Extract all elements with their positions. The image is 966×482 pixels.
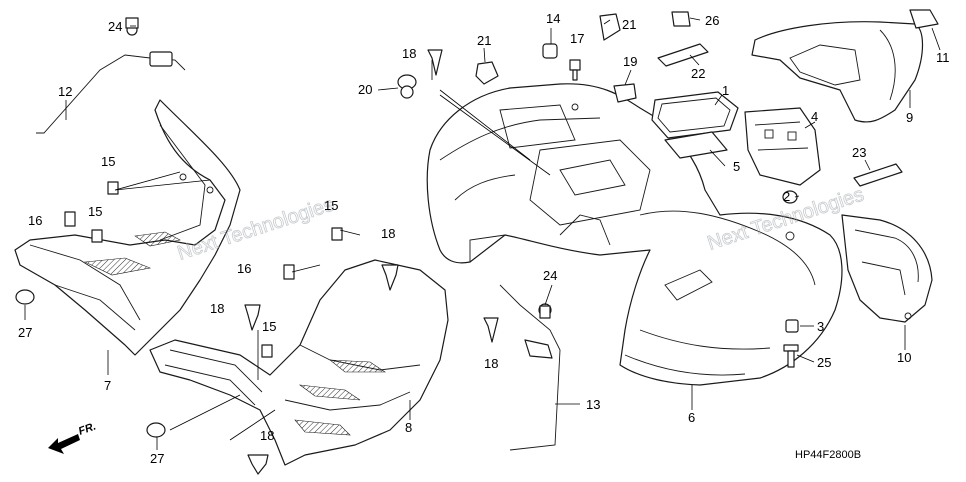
callout-26: 26 [705, 13, 719, 28]
callout-16b: 16 [237, 261, 251, 276]
storage-tray [651, 91, 739, 139]
callout-21a: 21 [477, 33, 491, 48]
front-left-fender [14, 99, 241, 356]
stay-bracket [744, 107, 821, 186]
callout-15c: 15 [324, 198, 338, 213]
watermark-left: Next Technologies [175, 193, 337, 264]
callout-7: 7 [104, 378, 111, 393]
callout-11: 11 [936, 50, 950, 65]
front-direction-indicator: FR. [48, 420, 98, 454]
rear-fender [426, 83, 843, 386]
callout-21b: 21 [622, 17, 636, 32]
callout-18a: 18 [402, 46, 416, 61]
callout-10: 10 [897, 350, 911, 365]
callout-17: 17 [570, 31, 584, 46]
callout-18d: 18 [484, 356, 498, 371]
callout-24a: 24 [108, 19, 122, 34]
front-floor-fender [149, 259, 449, 466]
rear-top-cover [751, 21, 924, 123]
callout-4: 4 [811, 109, 818, 124]
callout-labels: 1 2 3 4 5 6 7 8 9 10 11 12 13 14 15 15 1… [18, 11, 950, 466]
callout-12: 12 [58, 84, 72, 99]
callout-3: 3 [817, 319, 824, 334]
callout-18c: 18 [210, 301, 224, 316]
callout-5: 5 [733, 159, 740, 174]
callout-9: 9 [906, 110, 913, 125]
callout-27b: 27 [150, 451, 164, 466]
callout-27a: 27 [18, 325, 32, 340]
rear-side-cover [841, 214, 933, 323]
callout-18e: 18 [260, 428, 274, 443]
callout-8: 8 [405, 420, 412, 435]
diagram-code: HP44F2800B [795, 449, 861, 461]
front-arrow-icon [48, 434, 80, 454]
callout-16a: 16 [28, 213, 42, 228]
callout-20: 20 [358, 82, 372, 97]
callout-24b: 24 [543, 268, 557, 283]
callout-6: 6 [688, 410, 695, 425]
callout-19: 19 [623, 54, 637, 69]
callout-13: 13 [586, 397, 600, 412]
fasteners [15, 9, 939, 475]
callout-15d: 15 [262, 319, 276, 334]
callout-2: 2 [783, 189, 790, 204]
callout-15a: 15 [101, 154, 115, 169]
callout-15b: 15 [88, 204, 102, 219]
callout-22: 22 [691, 66, 705, 81]
front-label: FR. [77, 420, 98, 437]
leader-lines [24, 17, 941, 450]
callout-25: 25 [817, 355, 831, 370]
callout-23: 23 [852, 145, 866, 160]
callout-18b: 18 [381, 226, 395, 241]
callout-14: 14 [546, 11, 560, 26]
callout-1: 1 [722, 83, 729, 98]
